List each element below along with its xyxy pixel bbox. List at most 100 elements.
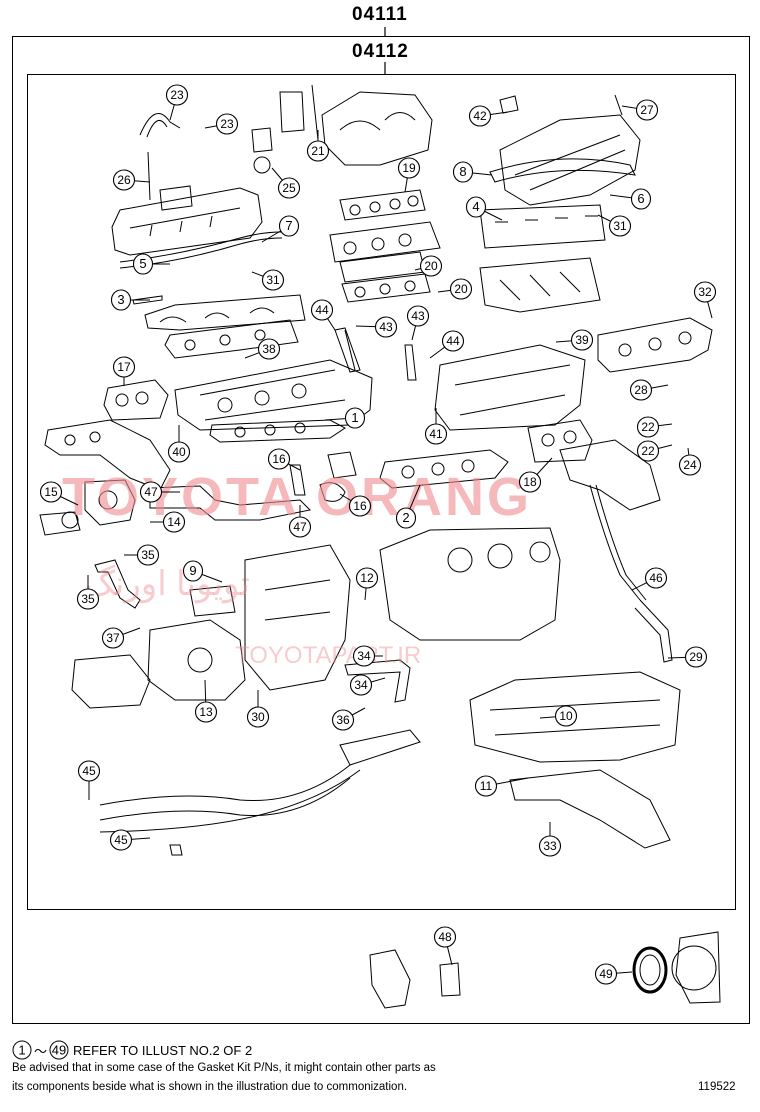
callout-number: 11 — [480, 779, 493, 793]
callout-4: 4 — [465, 196, 487, 218]
callout-35: 35 — [136, 544, 160, 566]
callout-13: 13 — [194, 701, 218, 723]
callout-10: 10 — [554, 705, 578, 727]
callout-number: 10 — [559, 709, 573, 723]
callout-43: 43 — [374, 316, 398, 338]
callout-number: 43 — [411, 309, 425, 323]
callout-48: 48 — [433, 926, 457, 948]
callout-number: 35 — [141, 548, 155, 562]
callout-24: 24 — [678, 454, 702, 476]
callout-number: 49 — [599, 967, 613, 981]
callout-34: 34 — [349, 674, 373, 696]
callout-19: 19 — [397, 157, 421, 179]
callout-number: 47 — [293, 520, 307, 534]
callout-number: 20 — [424, 259, 438, 273]
callout-number: 7 — [285, 218, 292, 233]
callout-25: 25 — [277, 177, 301, 199]
callout-45: 45 — [109, 829, 133, 851]
callout-41: 41 — [424, 423, 448, 445]
callout-47: 47 — [139, 481, 163, 503]
watermark-farsi: تویوتا اورنگ — [84, 564, 250, 604]
callout-number: 39 — [575, 333, 589, 347]
callout-26: 26 — [112, 169, 136, 191]
callout-number: 5 — [139, 256, 146, 271]
callout-16: 16 — [267, 448, 291, 470]
callout-39: 39 — [570, 329, 594, 351]
callout-14: 14 — [162, 511, 186, 533]
callout-number: 17 — [117, 360, 131, 374]
watermark-site: TOYOTAPART.IR — [235, 642, 421, 669]
note-line-1: Be advised that in some case of the Gask… — [12, 1062, 436, 1074]
callout-number: 36 — [336, 713, 350, 727]
callout-number: 18 — [523, 475, 537, 489]
callout-leaders — [50, 94, 713, 975]
svg-text:49: 49 — [52, 1043, 66, 1058]
callout-number: 16 — [353, 499, 367, 513]
callout-42: 42 — [468, 105, 492, 127]
callout-20: 20 — [449, 278, 473, 300]
callout-22: 22 — [636, 416, 660, 438]
callout-number: 8 — [459, 164, 466, 179]
callout-23: 23 — [215, 113, 239, 135]
callout-31: 31 — [261, 269, 285, 291]
callout-number: 2 — [402, 510, 409, 525]
callout-30: 30 — [246, 706, 270, 728]
callout-number: 4 — [472, 199, 479, 214]
callout-number: 13 — [199, 705, 213, 719]
callout-number: 3 — [117, 292, 124, 307]
callout-number: 16 — [272, 452, 286, 466]
callout-38: 38 — [257, 338, 281, 360]
callout-number: 31 — [613, 219, 627, 233]
callout-number: 19 — [402, 161, 416, 175]
callout-44: 44 — [441, 330, 465, 352]
oil-seal-49 — [632, 946, 668, 994]
callout-23: 23 — [165, 84, 189, 106]
callout-number: 9 — [189, 563, 196, 578]
callout-47: 47 — [288, 516, 312, 538]
callout-number: 29 — [689, 650, 703, 664]
callout-8: 8 — [452, 161, 474, 183]
callout-number: 37 — [106, 631, 120, 645]
callout-1: 1 — [344, 407, 366, 429]
callout-number: 41 — [429, 427, 443, 441]
callout-number: 1 — [351, 410, 358, 425]
callout-number: 20 — [454, 282, 468, 296]
range-end-oval: 49 — [49, 1040, 69, 1060]
callout-34: 34 — [352, 645, 376, 667]
note-line-2: its components beside what is shown in t… — [12, 1081, 408, 1093]
callout-number: 14 — [167, 515, 181, 529]
callout-number: 42 — [473, 109, 487, 123]
callout-number: 34 — [354, 678, 368, 692]
callout-36: 36 — [331, 709, 355, 731]
callout-number: 31 — [266, 273, 280, 287]
callout-number: 12 — [360, 571, 374, 585]
callout-46: 46 — [644, 567, 668, 589]
outer-kit-number: 04111 — [352, 4, 408, 25]
callout-31: 31 — [608, 215, 632, 237]
callout-number: 46 — [649, 571, 663, 585]
callout-22: 22 — [636, 440, 660, 462]
callout-number: 47 — [144, 485, 158, 499]
inner-kit-frame — [27, 74, 736, 910]
callout-18: 18 — [518, 471, 542, 493]
callout-number: 32 — [698, 285, 712, 299]
callout-number: 15 — [44, 485, 58, 499]
callout-number: 22 — [641, 444, 655, 458]
callout-number: 30 — [251, 710, 265, 724]
callout-32: 32 — [693, 281, 717, 303]
callout-number: 22 — [641, 420, 655, 434]
callout-2: 2 — [395, 507, 417, 529]
callout-35: 35 — [76, 588, 100, 610]
callout-number: 28 — [634, 383, 648, 397]
callout-number: 44 — [446, 334, 460, 348]
callout-number: 34 — [357, 649, 371, 663]
callout-11: 11 — [474, 775, 498, 797]
callout-5: 5 — [132, 253, 154, 275]
callout-number: 45 — [82, 764, 96, 778]
callout-number: 26 — [117, 173, 131, 187]
callout-3: 3 — [110, 289, 132, 311]
callout-number: 44 — [315, 303, 329, 317]
callout-33: 33 — [538, 835, 562, 857]
callout-number: 23 — [170, 88, 184, 102]
svg-text:1: 1 — [18, 1043, 25, 1058]
